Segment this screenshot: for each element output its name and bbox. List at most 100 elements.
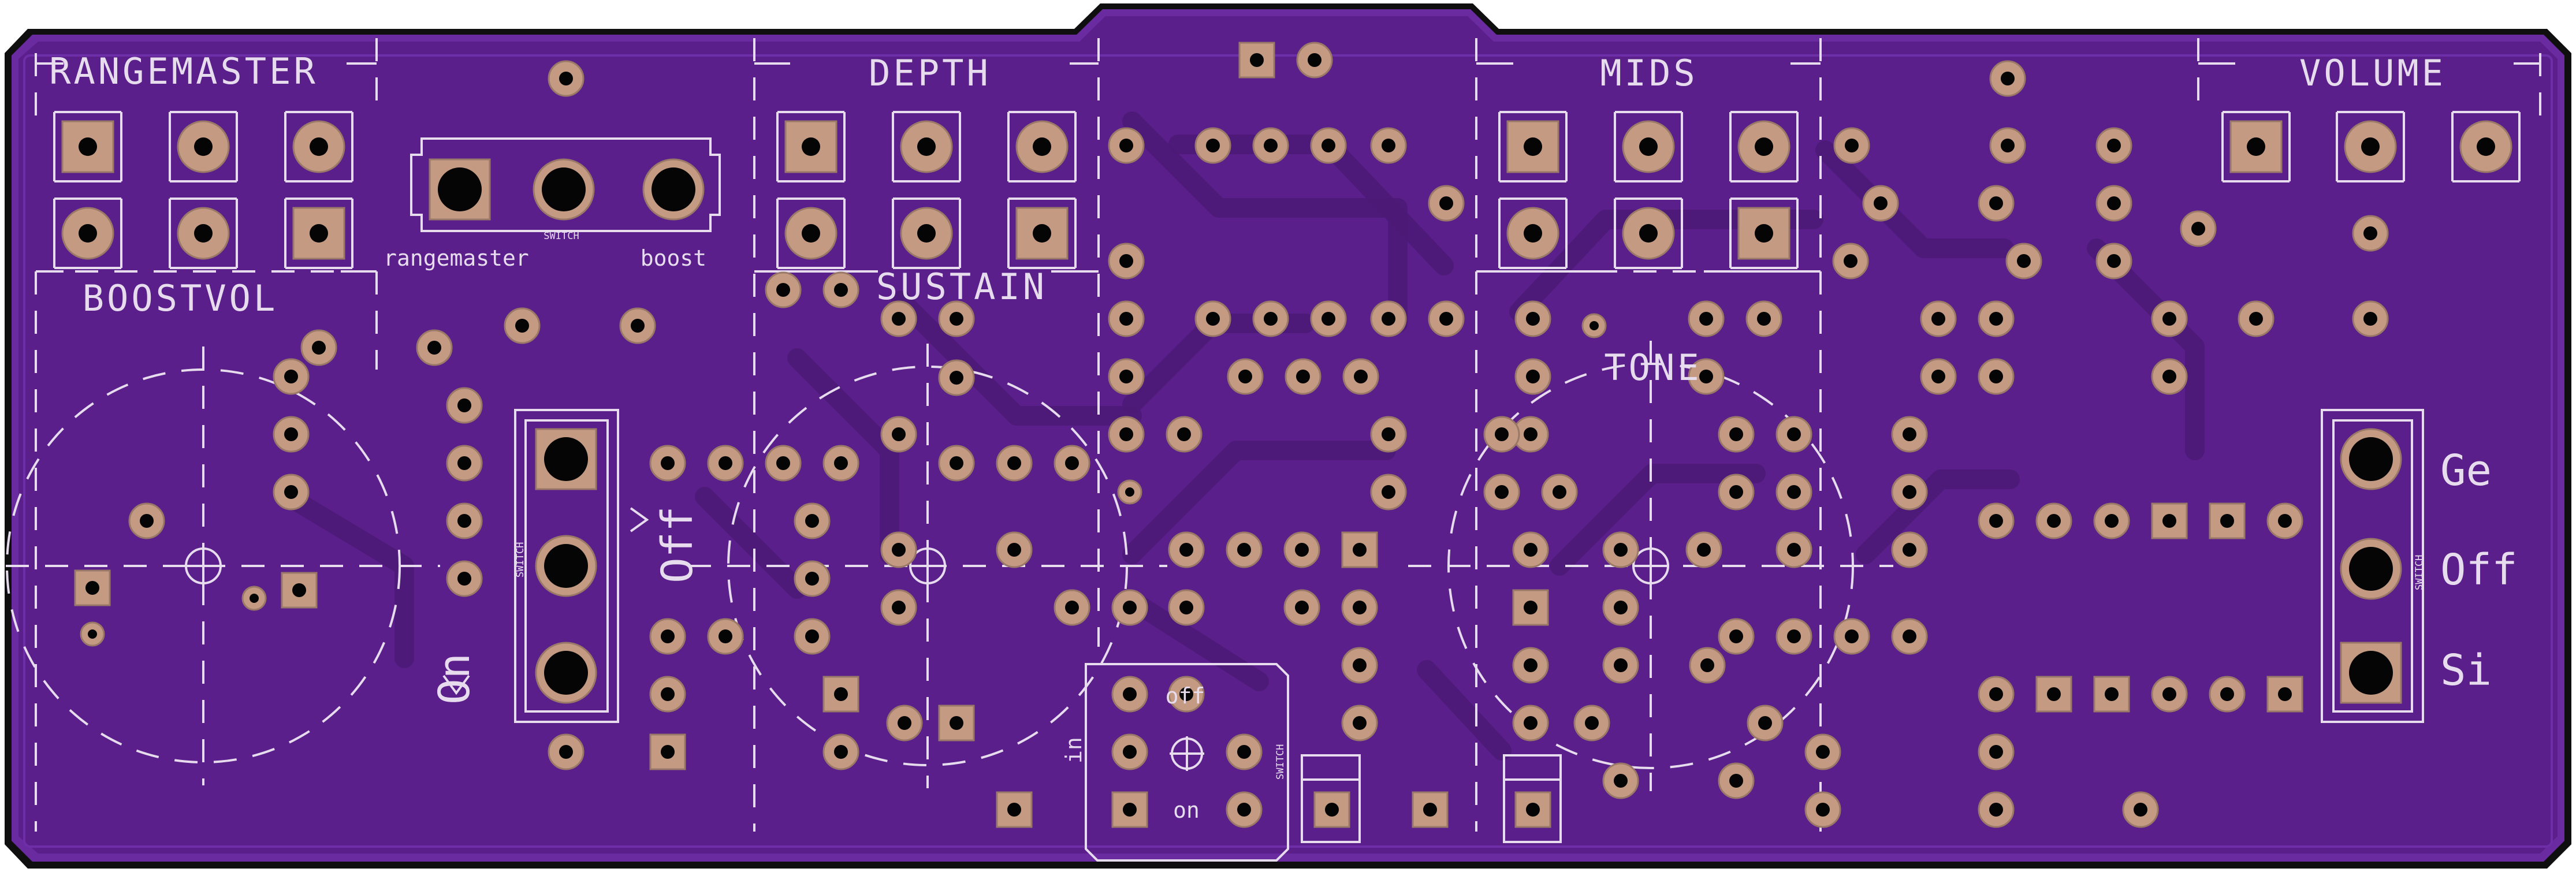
round-pad-hole	[805, 514, 819, 528]
pot-pad-frame	[2336, 111, 2405, 182]
round-pad-hole	[2001, 139, 2015, 152]
round-pad-hole	[1614, 774, 1628, 788]
square-pad-hole	[1524, 601, 1538, 614]
round-pad-hole	[2105, 514, 2119, 528]
footswitch-on-label: on	[1173, 798, 1200, 823]
via-pad-hole	[1589, 321, 1599, 330]
pot-pad-frame	[1614, 197, 1683, 269]
sustain-frame	[753, 38, 1100, 832]
round-pad-hole	[1524, 658, 1538, 672]
round-pad-hole	[2162, 312, 2176, 326]
transistor-switch-pad-hole	[2349, 437, 2393, 481]
square-pad	[2035, 676, 2072, 713]
round-pad-hole	[1903, 427, 1916, 441]
bypass-switch-inner	[524, 419, 609, 713]
round-pad-hole	[559, 72, 573, 85]
round-pad-hole	[284, 370, 298, 383]
round-pad-hole	[2191, 222, 2205, 236]
round-pad-hole	[1931, 370, 1945, 383]
round-pad-hole	[1989, 514, 2003, 528]
round-pad-hole	[2017, 254, 2031, 268]
mids-label: MIDS	[1600, 52, 1698, 94]
via-pad-hole	[88, 629, 97, 639]
round-pad-hole	[1903, 543, 1916, 557]
round-pad-hole	[1758, 716, 1772, 730]
via-pad-hole	[1125, 487, 1134, 497]
round-pad-hole	[892, 601, 906, 614]
round-pad-hole	[631, 319, 645, 333]
pot-pad-frame	[2221, 111, 2291, 182]
round-pad-hole	[1179, 543, 1193, 557]
copper-trace	[2087, 239, 2205, 460]
pot-pad-hole	[79, 137, 97, 156]
depth-label: DEPTH	[869, 52, 991, 94]
mode-switch-pad-hole	[438, 167, 482, 211]
switch-si-label: Si	[2440, 646, 2492, 695]
round-pad-hole	[719, 629, 732, 643]
round-pad-hole	[1874, 196, 1888, 210]
pot-pad-frame	[169, 111, 238, 182]
square-pad-hole	[661, 745, 675, 759]
round-pad-hole	[1989, 687, 2003, 701]
pad-layer	[61, 42, 2512, 828]
pot-pad-hole	[1524, 224, 1542, 243]
footswitch-cross	[1170, 736, 1204, 771]
round-pad-hole	[1123, 745, 1137, 759]
round-pad-hole	[1123, 687, 1137, 701]
round-pad-hole	[661, 456, 675, 470]
pot-pad-frame	[892, 197, 961, 269]
round-pad-hole	[2107, 139, 2121, 152]
round-pad-hole	[1614, 601, 1628, 614]
round-pad-hole	[1989, 312, 2003, 326]
round-pad-hole	[1787, 427, 1801, 441]
round-pad-hole	[1237, 745, 1251, 759]
round-pad-hole	[1757, 312, 1771, 326]
copper-trace	[1122, 111, 1408, 333]
copper-trace	[695, 487, 807, 599]
round-pad-hole	[1729, 774, 1743, 788]
round-pad-hole	[2001, 72, 2015, 85]
square-pad-hole	[2162, 514, 2176, 528]
round-pad-hole	[1119, 427, 1133, 441]
round-pad-hole	[1614, 543, 1628, 557]
round-pad-hole	[1353, 658, 1367, 672]
transistor-switch-caption: SWITCH	[2414, 555, 2425, 590]
round-pad-hole	[2220, 687, 2234, 701]
pot-pad-frame	[1729, 111, 1799, 182]
square-pad-hole	[2047, 687, 2061, 701]
round-pad-hole	[1206, 139, 1220, 152]
round-pad-hole	[1439, 312, 1453, 326]
round-pad-hole	[1699, 370, 1713, 383]
round-pad-hole	[1845, 629, 1859, 643]
boostvol-label: BOOSTVOL	[83, 277, 278, 319]
round-pad-hole	[1321, 139, 1335, 152]
round-pad-hole	[1119, 312, 1133, 326]
round-pad-hole	[1787, 629, 1801, 643]
pot-pad-frame	[1007, 111, 1077, 182]
round-pad-hole	[1787, 543, 1801, 557]
round-pad-hole	[1816, 745, 1830, 759]
switch-boost-label: boost	[641, 245, 706, 271]
round-pad-hole	[1700, 658, 1714, 672]
round-pad-hole	[892, 427, 906, 441]
round-pad-hole	[1382, 427, 1395, 441]
pot-pad-hole	[1755, 224, 1773, 243]
pot-pad-frame	[1729, 197, 1799, 269]
diode-outline-1	[1301, 754, 1361, 843]
copper-trace	[1122, 591, 1269, 691]
round-pad-hole	[1903, 629, 1916, 643]
round-pad-hole	[898, 716, 911, 730]
round-pad-hole	[2162, 687, 2176, 701]
pot-pad-frame	[2451, 111, 2521, 182]
mode-switch-caption: SWITCH	[544, 230, 579, 242]
round-pad-hole	[1614, 658, 1628, 672]
round-pad-hole	[1524, 716, 1538, 730]
label-layer: RANGEMASTER DEPTH MIDS VOLUME BOOSTVOL S…	[49, 50, 2517, 823]
boostvol-frame	[35, 38, 378, 832]
pot-pad-hole	[2477, 137, 2495, 156]
pot-pad-frame	[53, 111, 122, 182]
round-pad-hole	[1382, 139, 1395, 152]
square-pad-hole	[1325, 803, 1339, 817]
round-pad-hole	[950, 371, 963, 385]
